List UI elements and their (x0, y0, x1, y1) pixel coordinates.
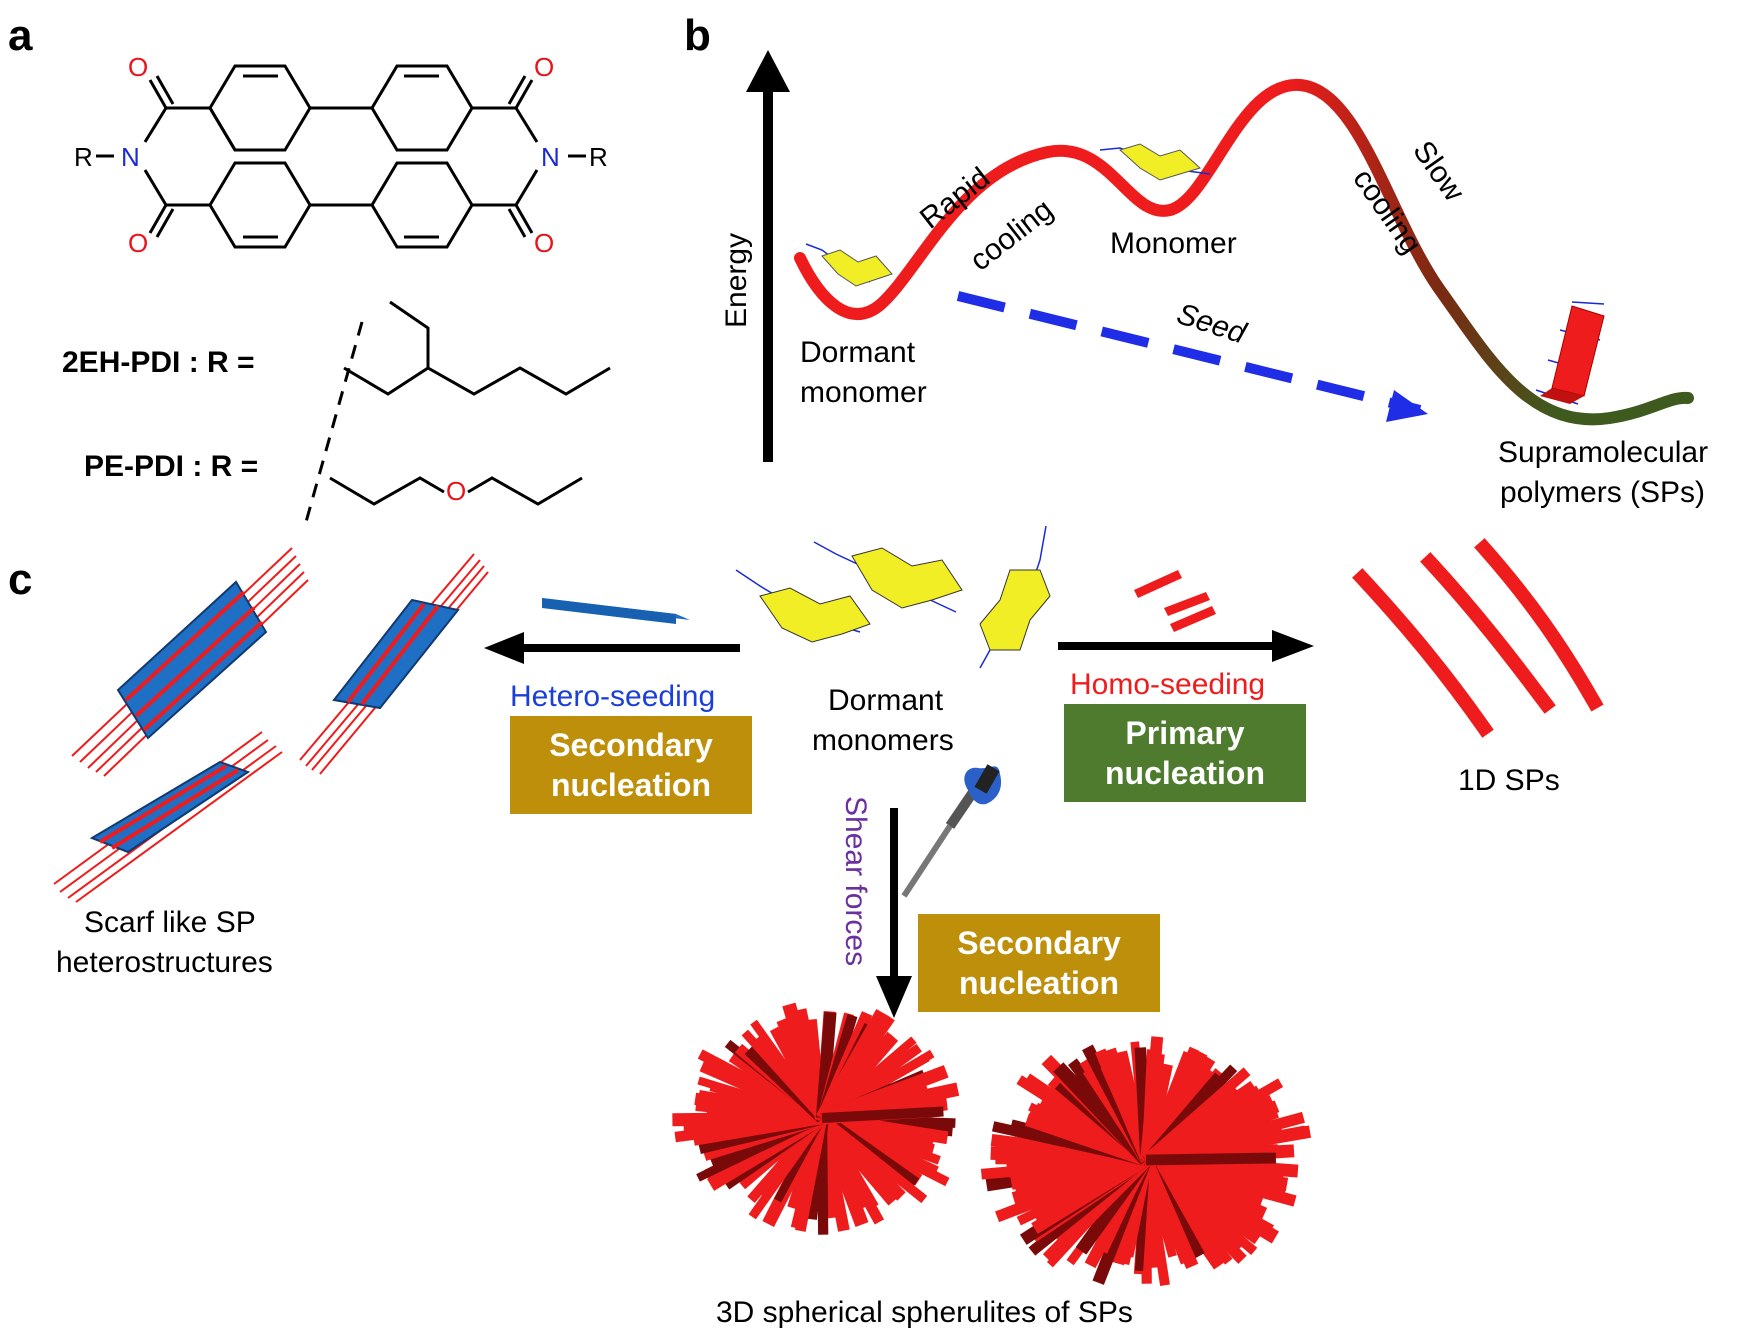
oxygen-atom-label: O (128, 52, 148, 82)
dormant-monomers-label-line2: monomers (812, 724, 954, 757)
rapid-label: Rapid (914, 161, 996, 235)
panel-c-label: c (8, 555, 32, 604)
shear-forces-arrow (876, 808, 912, 1018)
primary-nucleation-line2: nucleation (1105, 755, 1265, 791)
homo-seeding-label: Homo-seeding (1070, 668, 1265, 701)
shear-forces-label: Shear forces (839, 796, 872, 966)
slow-label: Slow (1406, 135, 1471, 207)
secondary-nucleation-bottom-line1: Secondary (957, 925, 1121, 961)
one-d-sps-label: 1D SPs (1458, 764, 1560, 797)
seed-arrow (956, 291, 1428, 422)
supramolecular-polymers-label-line2: polymers (SPs) (1500, 476, 1705, 509)
spherulites-label: 3D spherical spherulites of SPs (716, 1296, 1133, 1329)
panel-a-label: a (8, 11, 33, 60)
dormant-monomers-label-line1: Dormant (828, 684, 944, 717)
secondary-nucleation-left-line2: nucleation (551, 767, 711, 803)
spherulite-right (980, 1036, 1312, 1287)
spherulite-fiber (821, 1106, 944, 1123)
ether-oxygen-label: O (446, 476, 466, 506)
one-d-sp-fibers (1352, 538, 1604, 738)
variant-pe-pdi-label: PE-PDI : R = (84, 450, 258, 483)
oxygen-atom-label: O (534, 228, 554, 258)
scarf-heterostructure-3 (53, 731, 283, 903)
blue-seed-crystal (542, 598, 690, 624)
monomer-molecule (1099, 143, 1211, 181)
energy-axis (746, 50, 790, 462)
hetero-seeding-label: Hetero-seeding (510, 680, 715, 713)
red-seed-fragments (1134, 570, 1216, 632)
dormant-monomer-molecule (805, 243, 893, 287)
scarf-label-line2: heterostructures (56, 946, 273, 979)
variant-2eh-pdi-label: 2EH-PDI : R = (62, 346, 255, 379)
oxygen-atom-label: O (534, 52, 554, 82)
secondary-nucleation-left-line1: Secondary (549, 727, 713, 763)
nitrogen-atom-label: N (541, 142, 560, 172)
side-chain-structures (304, 300, 611, 523)
dormant-monomers-cluster (735, 525, 1051, 669)
spherulite-left (672, 1002, 960, 1235)
oxygen-atom-label: O (128, 228, 148, 258)
secondary-nucleation-bottom-line2: nucleation (959, 965, 1119, 1001)
primary-nucleation-box (1064, 704, 1306, 802)
r-group-label: R (589, 142, 608, 172)
r-group-label: R (74, 142, 93, 172)
pipette-icon (901, 764, 1002, 898)
dormant-monomer-label-line1: Dormant (800, 336, 916, 369)
scarf-label-line1: Scarf like SP (84, 906, 256, 939)
monomer-label: Monomer (1110, 227, 1237, 260)
supramolecular-polymers-label-line1: Supramolecular (1498, 436, 1708, 469)
secondary-nucleation-box-bottom (918, 914, 1160, 1012)
spherulite-fiber (1145, 1152, 1276, 1166)
panel-b-label: b (684, 11, 711, 60)
primary-nucleation-line1: Primary (1125, 715, 1244, 751)
rapid-cooling-label: cooling (964, 193, 1059, 278)
scarf-heterostructure-2 (299, 553, 489, 775)
nitrogen-atom-label: N (121, 142, 140, 172)
secondary-nucleation-box-left (510, 716, 752, 814)
scarf-heterostructure-1 (71, 547, 309, 777)
dormant-monomer-label-line2: monomer (800, 376, 927, 409)
energy-axis-label: Energy (720, 233, 753, 328)
supramolecular-polymer-stack (1535, 301, 1605, 405)
hetero-seeding-arrow (484, 632, 740, 664)
homo-seeding-arrow (1058, 630, 1314, 662)
energy-landscape-curve (794, 78, 1694, 426)
pdi-structure (96, 64, 586, 249)
seed-label: Seed (1173, 297, 1251, 350)
